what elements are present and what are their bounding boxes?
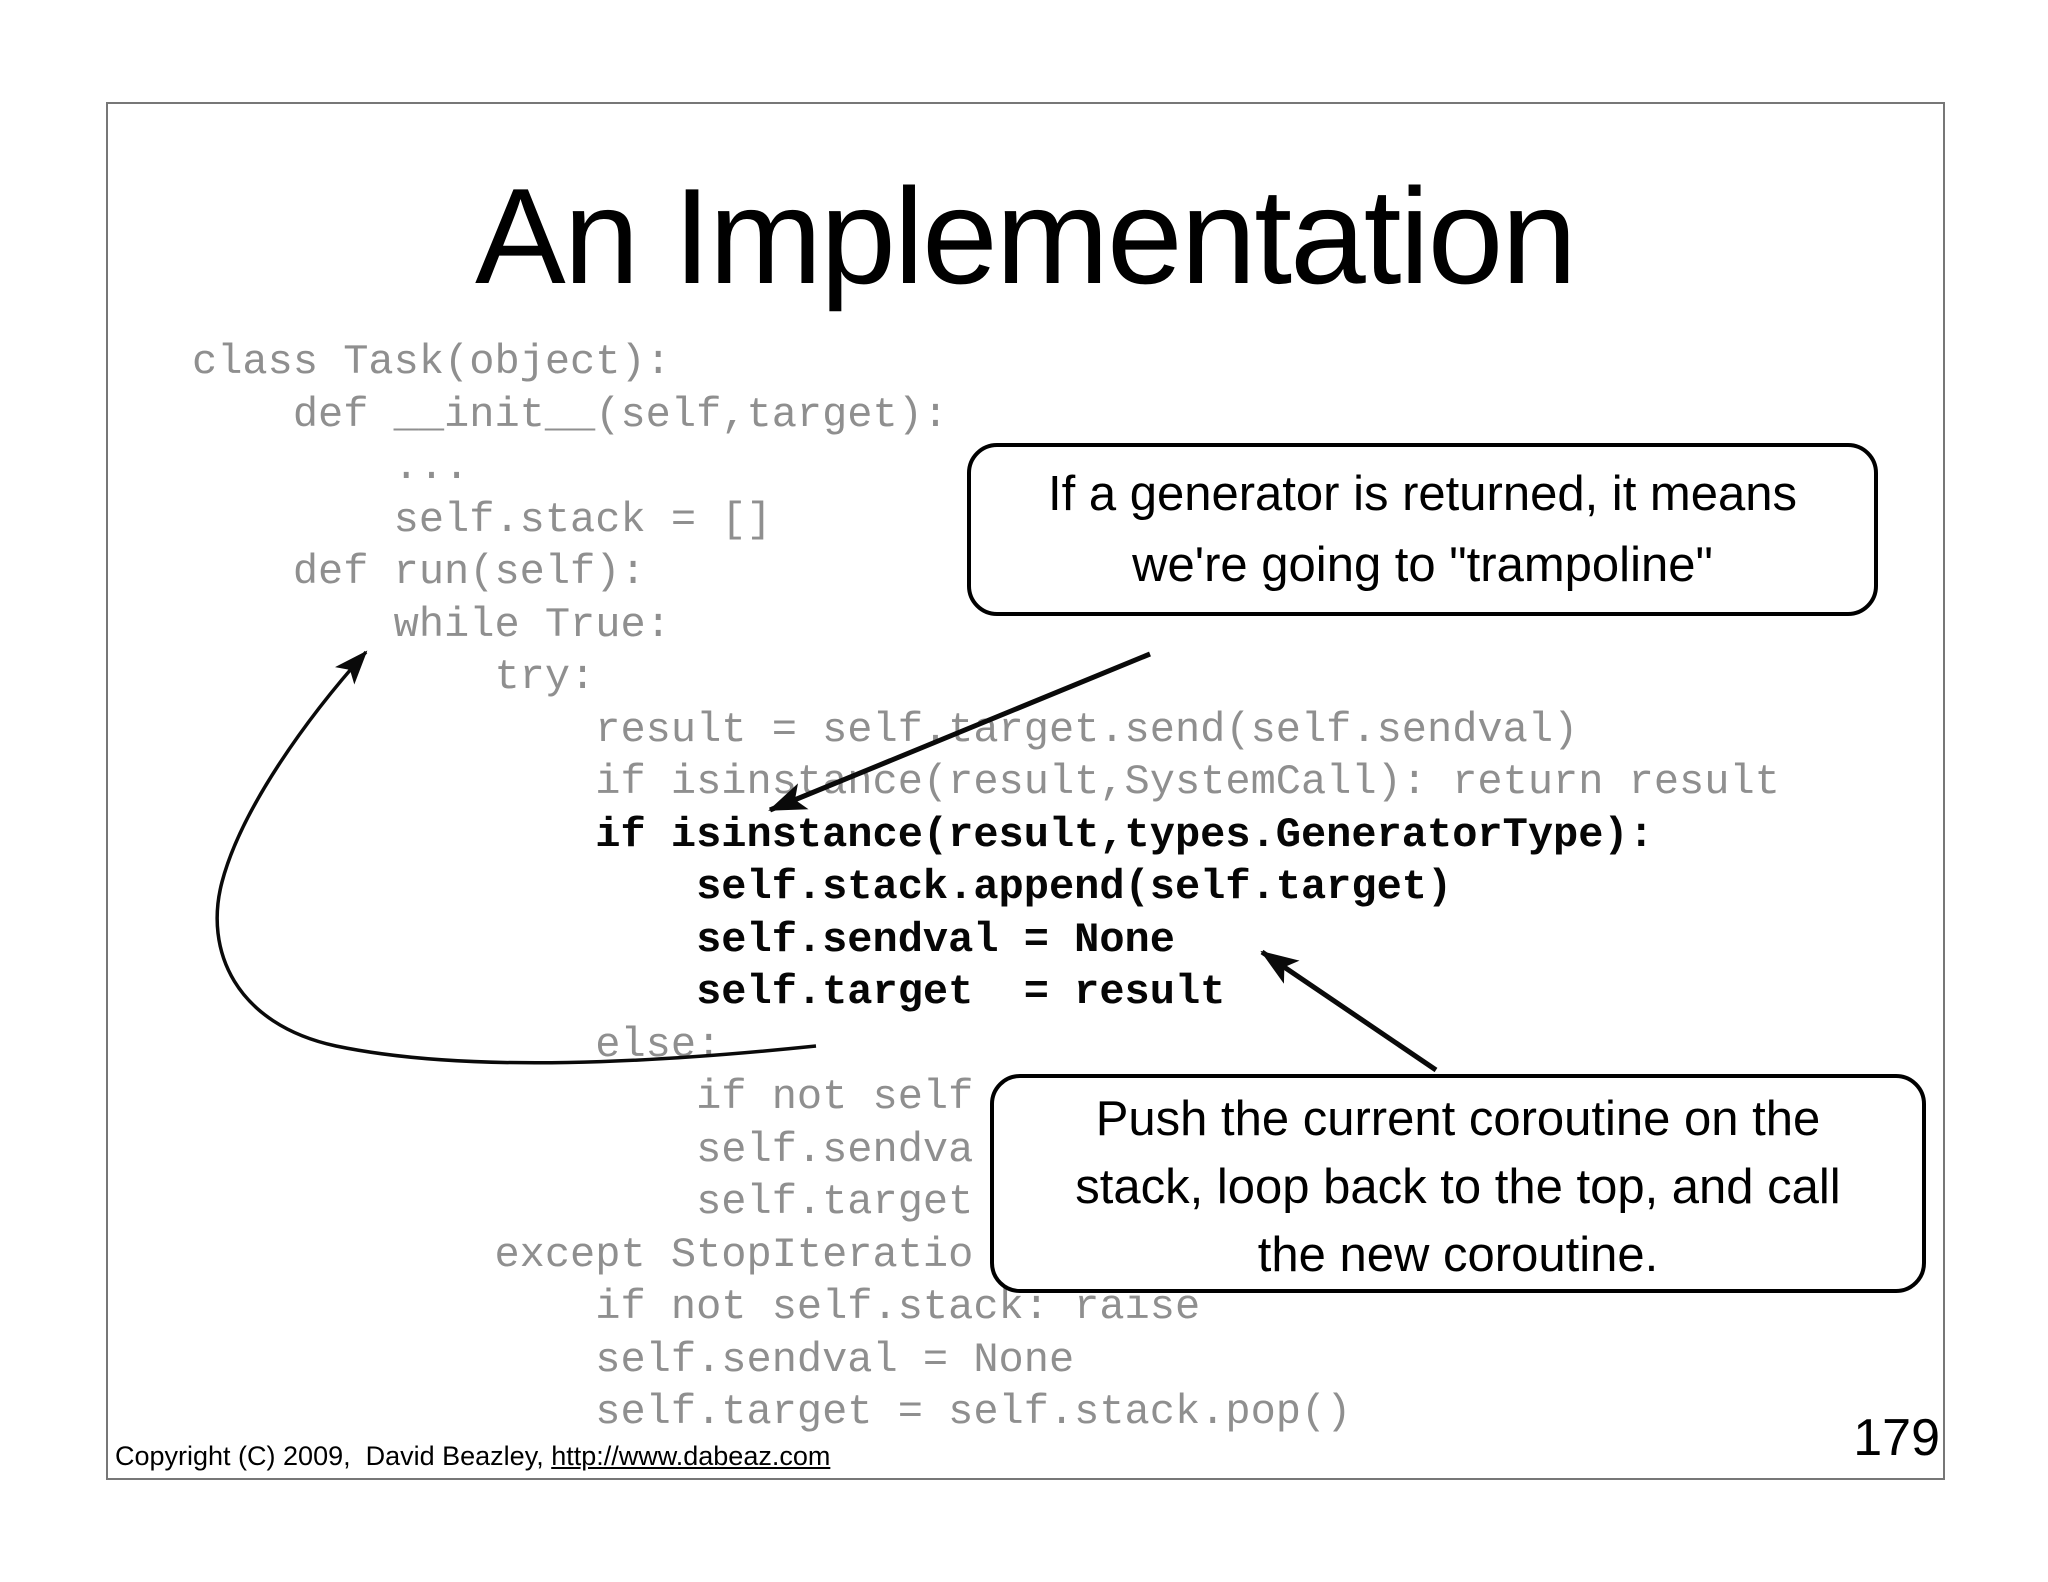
code-line: def run(self):	[192, 548, 646, 596]
footer-copyright: Copyright (C) 2009, David Beazley, http:…	[115, 1441, 830, 1472]
code-line: else:	[192, 1020, 722, 1069]
code-line: except StopIteratio	[192, 1230, 974, 1279]
footer-link[interactable]: http://www.dabeaz.com	[551, 1441, 831, 1471]
code-line: if isinstance(result,types.GeneratorType…	[192, 810, 1654, 859]
code-line: self.sendval = None	[192, 915, 1175, 964]
code-line: self.sendval = None	[192, 1335, 1075, 1384]
slide-title: An Implementation	[475, 160, 1577, 312]
code-block: class Task(object): def __init__(self,ta…	[192, 336, 1780, 1439]
code-line: class Task(object):	[192, 338, 671, 386]
copyright-text: Copyright (C) 2009, David Beazley,	[115, 1441, 552, 1471]
code-line: self.target	[192, 1178, 974, 1226]
code-line: if not self	[192, 1073, 974, 1121]
callout-line: Push the current coroutine on the	[1095, 1092, 1821, 1146]
code-line: self.stack.append(self.target)	[192, 863, 1453, 911]
code-line: self.target = self.stack.pop()	[192, 1388, 1352, 1436]
code-line: self.sendva	[192, 1125, 974, 1174]
callout-line: the new coroutine.	[1257, 1228, 1659, 1282]
callout-push-coroutine: Push the current coroutine on the stack, …	[990, 1074, 1926, 1293]
code-line: ...	[192, 443, 470, 491]
code-line: def __init__(self,target):	[192, 390, 949, 439]
callout-line: we're going to "trampoline"	[1132, 538, 1713, 592]
code-line: result = self.target.send(self.sendval)	[192, 705, 1579, 754]
code-line: self.target = result	[192, 968, 1226, 1016]
callout-line: If a generator is returned, it means	[1048, 467, 1797, 521]
callout-line: stack, loop back to the top, and call	[1075, 1160, 1841, 1214]
page-number: 179	[1853, 1409, 1940, 1467]
code-line: self.stack = []	[192, 495, 772, 544]
code-line: try:	[192, 653, 596, 701]
code-line: while True:	[192, 600, 671, 649]
code-line: if isinstance(result,SystemCall): return…	[192, 758, 1780, 806]
callout-generator-trampoline: If a generator is returned, it means we'r…	[967, 443, 1878, 616]
